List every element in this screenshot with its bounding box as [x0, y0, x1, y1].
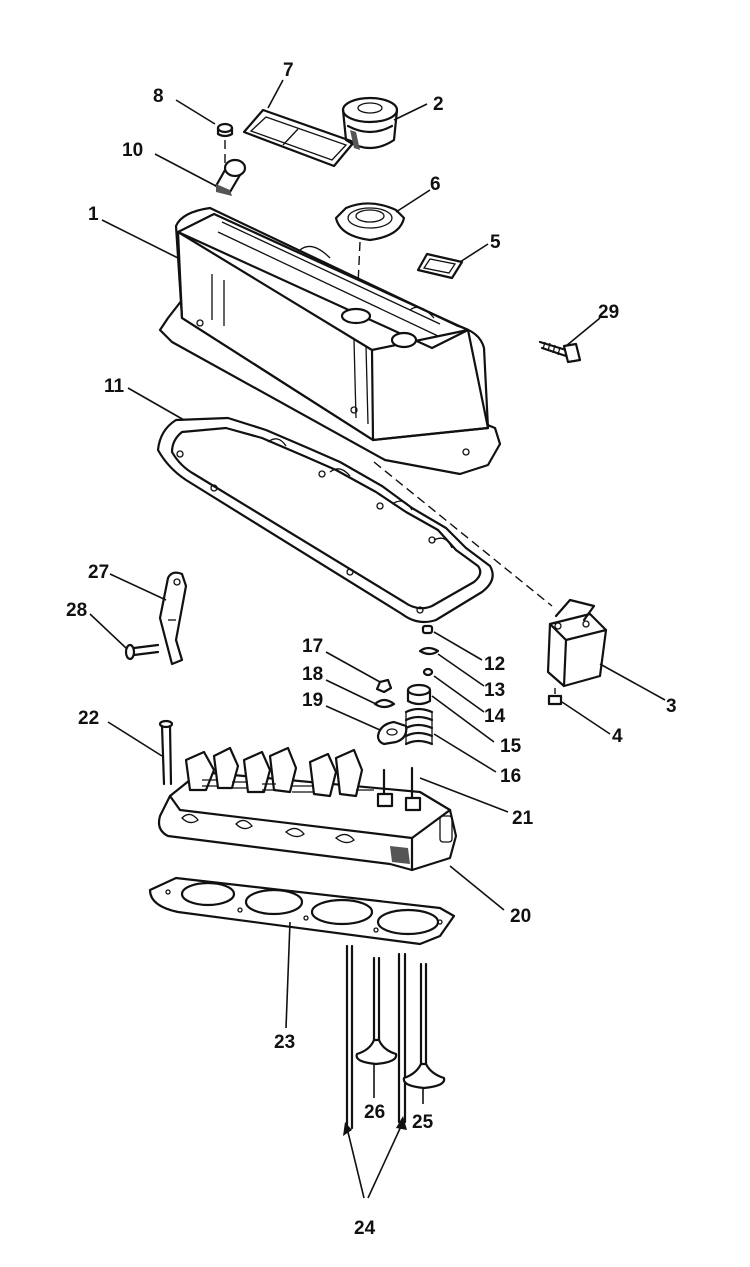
- callout-27: 27: [88, 562, 109, 583]
- dash-guide-cover-to-3: [373, 461, 553, 607]
- leader-lines: [89, 79, 666, 1199]
- callout-1: 1: [88, 204, 99, 225]
- part-27-bracket-plate: [158, 571, 188, 666]
- part-28-bolt: [124, 643, 160, 661]
- callout-16: 16: [500, 766, 521, 787]
- part-22-head-bolt: [158, 719, 174, 786]
- callout-22: 22: [78, 708, 99, 729]
- part-13-retainer: [418, 646, 440, 656]
- callout-20: 20: [510, 906, 531, 927]
- callout-17: 17: [302, 636, 323, 657]
- part-12-keeper: [421, 624, 434, 635]
- part-6-cap-adapter: [334, 202, 406, 307]
- callout-23: 23: [274, 1032, 295, 1053]
- part-14-seal: [422, 667, 434, 677]
- part-24-push-rods: [345, 944, 407, 1130]
- part-20-cylinder-head: [157, 746, 458, 872]
- callout-26: 26: [364, 1102, 385, 1123]
- part-23-head-gasket: [148, 876, 456, 946]
- callout-13: 13: [484, 680, 505, 701]
- part-1-valve-cover: [158, 206, 502, 476]
- callout-6: 6: [430, 174, 441, 195]
- callout-2: 2: [433, 94, 444, 115]
- part-18-pivot-ball: [373, 698, 396, 709]
- part-29-bolt: [538, 340, 582, 364]
- callout-14: 14: [484, 706, 506, 727]
- part-2-filler-cap: [341, 96, 399, 150]
- callout-12: 12: [484, 654, 505, 675]
- part-19-rocker-arm: [376, 720, 408, 746]
- part-10-clip: [214, 158, 247, 196]
- part-11-cover-gasket: [156, 416, 494, 624]
- callout-11: 11: [104, 376, 125, 397]
- part-8-screw: [216, 122, 234, 170]
- part-3-bracket-block: [546, 598, 608, 688]
- part-5-small-gasket: [416, 252, 464, 280]
- callout-10: 10: [122, 140, 143, 161]
- callout-18: 18: [302, 664, 323, 685]
- part-16-valve-spring: [404, 707, 434, 746]
- callout-28: 28: [66, 600, 87, 621]
- callout-21: 21: [512, 808, 534, 829]
- part-4-screw: [547, 688, 563, 706]
- callout-8: 8: [153, 86, 164, 107]
- callout-29: 29: [598, 302, 619, 323]
- callout-3: 3: [666, 696, 677, 717]
- callout-4: 4: [612, 726, 623, 747]
- callout-15: 15: [500, 736, 522, 757]
- part-17-rocker-nut: [375, 678, 393, 694]
- part-7-breather-gasket: [242, 108, 356, 168]
- callout-19: 19: [302, 690, 323, 711]
- part-15-cap: [406, 683, 432, 706]
- callout-25: 25: [412, 1112, 434, 1133]
- callout-labels: 7 8 2 10 6 1 5 29 11 27 28 17 12 18 13 3…: [66, 60, 677, 1239]
- callout-24: 24: [354, 1218, 376, 1239]
- part-26-valve: [355, 956, 398, 1066]
- part-25-valve: [402, 962, 446, 1090]
- callout-7: 7: [283, 60, 294, 81]
- callout-5: 5: [490, 232, 501, 253]
